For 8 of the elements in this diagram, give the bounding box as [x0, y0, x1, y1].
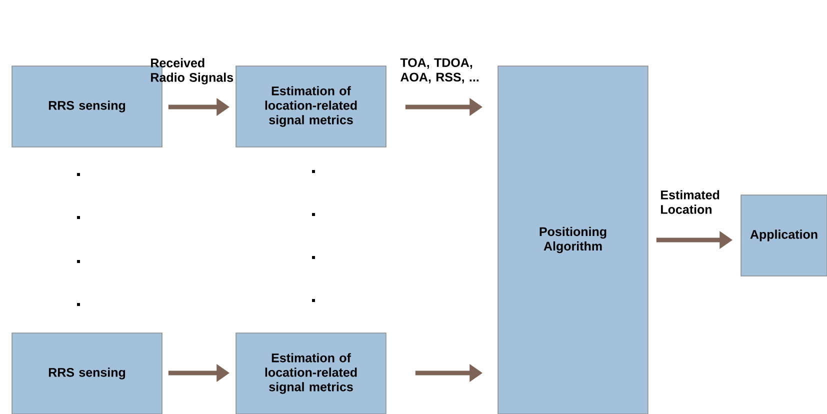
process-box: Positioning Algorithm	[498, 66, 648, 414]
process-box: Estimation of location-related signal metrics	[236, 332, 386, 414]
process-box: Estimation of location-related signal metrics	[236, 66, 386, 148]
edge-label: TOA, TDOA, AOA, RSS, ...	[400, 58, 479, 84]
process-box: RRS sensing	[12, 332, 162, 414]
process-box: Application	[740, 194, 827, 276]
edge-label: Received Radio Signals	[151, 58, 234, 84]
edge-label: Estimated Location	[661, 190, 720, 214]
